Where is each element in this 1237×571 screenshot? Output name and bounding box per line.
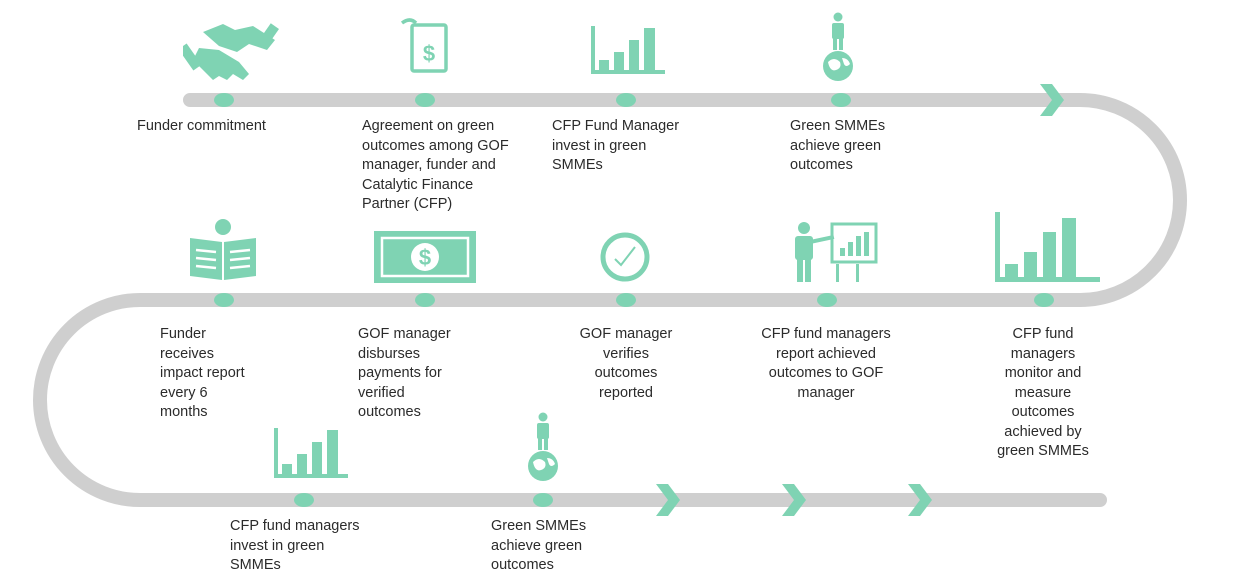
step-label: Agreement on green outcomes among GOF ma…	[362, 118, 509, 212]
step-label: Green SMMEs achieve green outcomes	[491, 518, 587, 571]
step-label: Funder receives impact report every 6 mo…	[160, 326, 245, 420]
person-on-globe-icon	[823, 12, 853, 81]
direction-arrow	[1040, 84, 1064, 116]
bar-chart-icon	[591, 26, 665, 74]
step-label: Funder commitment	[137, 118, 266, 134]
direction-arrow	[656, 484, 680, 516]
step-label: GOF manager verifies outcomes reported	[579, 326, 673, 401]
step-marker	[1034, 293, 1054, 307]
banknote-icon: $	[374, 231, 476, 283]
step-marker	[831, 93, 851, 107]
check-circle-icon	[600, 232, 650, 282]
svg-text:$: $	[419, 245, 431, 270]
step-marker	[415, 93, 435, 107]
person-on-globe-icon	[528, 412, 558, 481]
track-line	[33, 93, 1187, 507]
step-label: Green SMMEs achieve green outcomes	[790, 118, 886, 173]
step-label: CFP fund managers invest in green SMMEs	[230, 518, 360, 571]
contract-document-icon: $	[400, 18, 448, 73]
newspaper-reader-icon	[190, 219, 256, 280]
direction-arrow	[782, 484, 806, 516]
step-label: CFP Fund Manager invest in green SMMEs	[552, 118, 680, 173]
step-marker	[214, 93, 234, 107]
step-label: CFP fund managers report achieved outcom…	[761, 326, 891, 401]
bar-chart-icon	[995, 212, 1100, 282]
bar-chart-icon	[274, 428, 348, 478]
direction-arrow	[908, 484, 932, 516]
step-marker	[294, 493, 314, 507]
presenter-chart-icon	[795, 222, 878, 282]
step-marker	[616, 293, 636, 307]
step-label: CFP fund managers monitor and measure ou…	[997, 326, 1089, 459]
step-marker	[415, 293, 435, 307]
handshake-icon	[183, 23, 279, 80]
svg-text:$: $	[423, 41, 435, 66]
step-marker	[533, 493, 553, 507]
step-marker	[616, 93, 636, 107]
step-marker	[214, 293, 234, 307]
step-label: GOF manager disburses payments for verif…	[358, 326, 451, 420]
step-marker	[817, 293, 837, 307]
